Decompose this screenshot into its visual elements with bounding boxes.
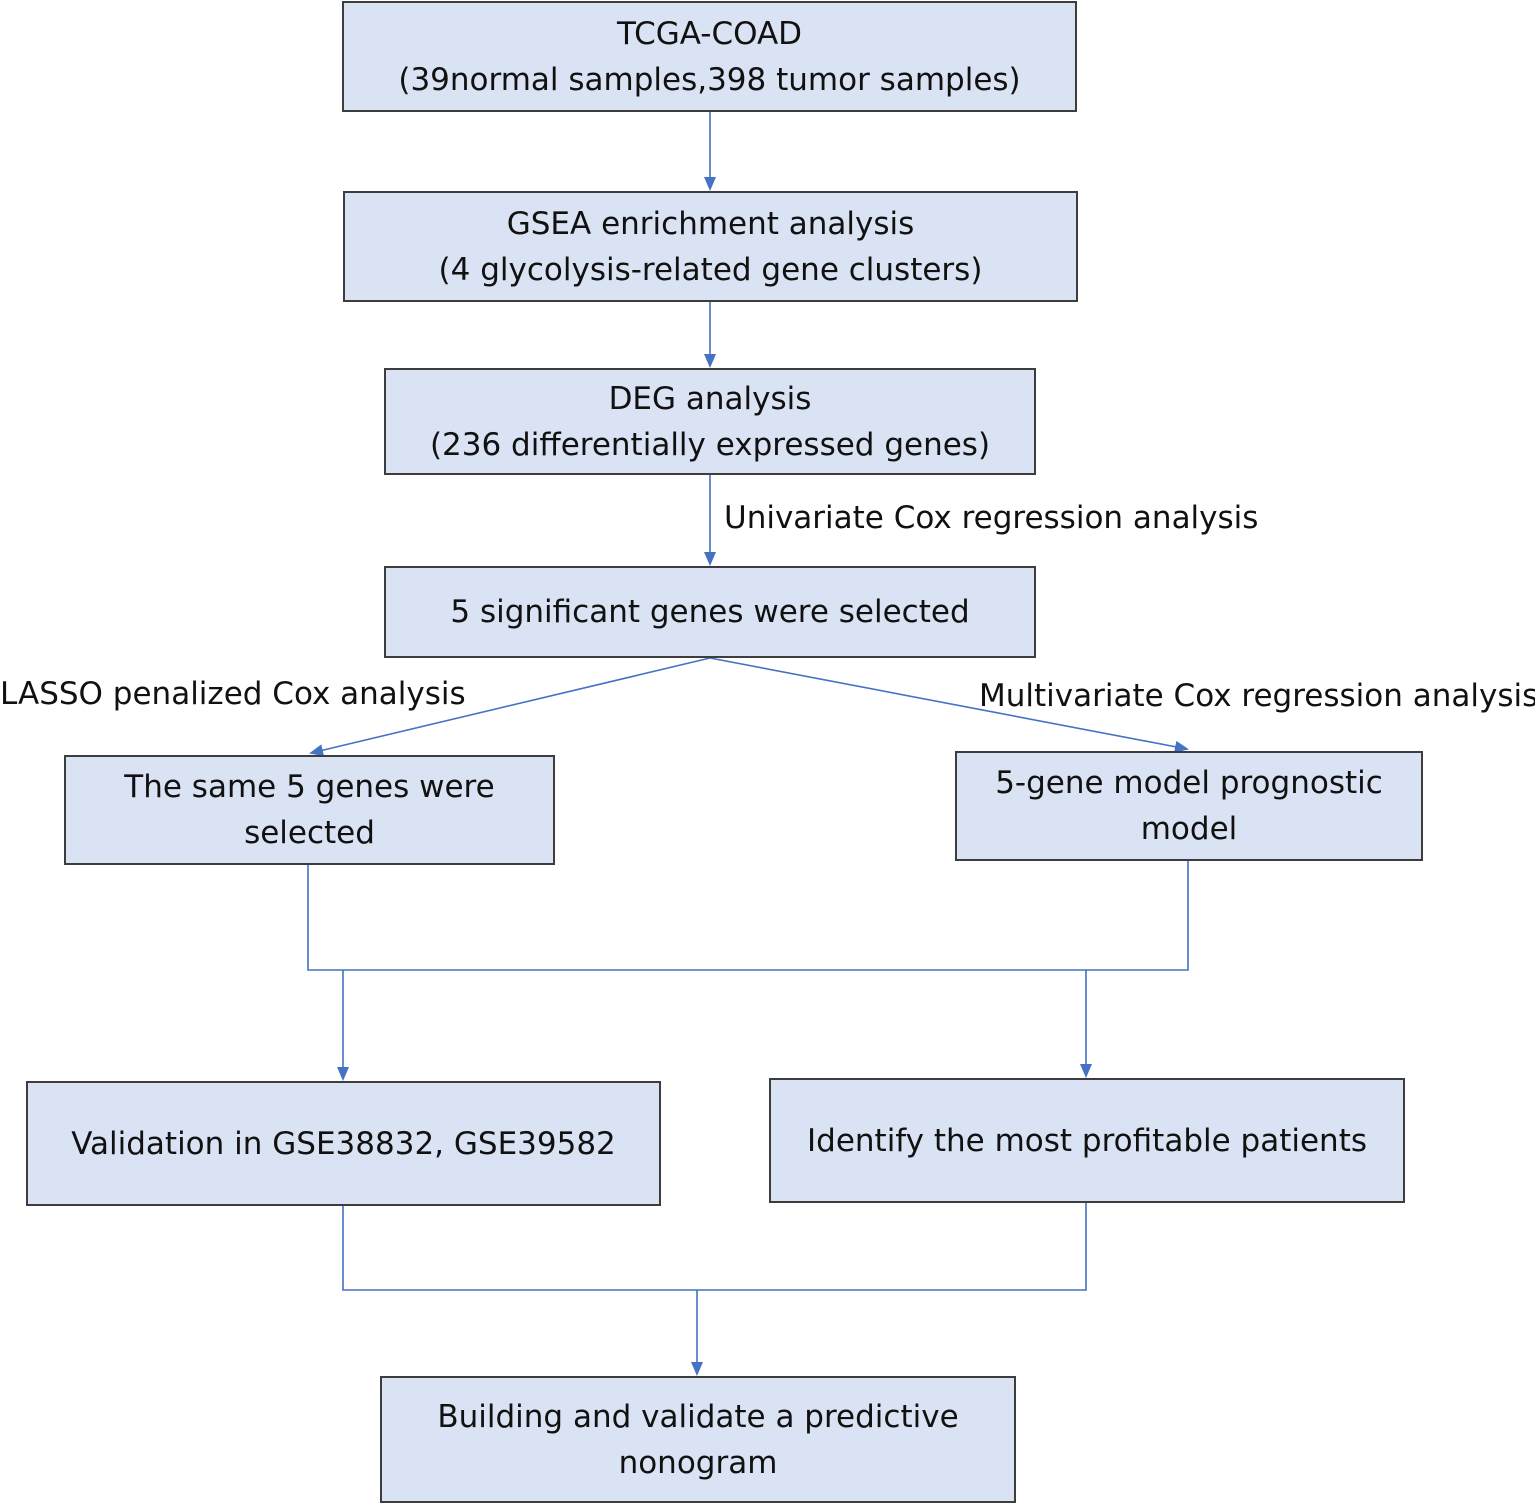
tcga-samples: (39normal samples,398 tumor samples) xyxy=(398,61,1021,98)
tcga-title: TCGA-COAD xyxy=(616,15,803,52)
significant-genes-text: 5 significant genes were selected xyxy=(450,594,970,630)
edge-label-univariate: Univariate Cox regression analysis xyxy=(724,500,1259,536)
deg-title: DEG analysis xyxy=(608,380,812,417)
same-genes-line2: selected xyxy=(244,815,375,851)
edge-label-lasso: LASSO penalized Cox analysis xyxy=(0,676,466,712)
validation-box: Validation in GSE38832, GSE39582 xyxy=(26,1081,661,1206)
connector-validation-identify-merge xyxy=(342,1203,1087,1291)
prognostic-model-box: 5-gene model prognostic model xyxy=(955,751,1423,861)
tcga-coad-box: TCGA-COAD (39normal samples,398 tumor sa… xyxy=(342,1,1077,112)
connector-same-genes-down xyxy=(307,860,1189,971)
arrow-significant-to-same-genes xyxy=(309,657,711,757)
nomogram-line1: Building and validate a predictive xyxy=(437,1398,959,1435)
model-line1: 5-gene model prognostic xyxy=(995,765,1383,801)
identify-text: Identify the most profitable patients xyxy=(807,1122,1367,1159)
gsea-title: GSEA enrichment analysis xyxy=(506,205,915,242)
model-line2: model xyxy=(1140,811,1238,847)
validation-text: Validation in GSE38832, GSE39582 xyxy=(71,1125,616,1162)
arrow-significant-to-model xyxy=(709,657,1189,753)
edge-label-multivariate: Multivariate Cox regression analysis xyxy=(979,678,1535,714)
same-genes-line1: The same 5 genes were xyxy=(124,769,495,805)
deg-box: DEG analysis (236 differentially express… xyxy=(384,368,1036,475)
deg-count: (236 differentially expressed genes) xyxy=(429,426,991,463)
identify-patients-box: Identify the most profitable patients xyxy=(769,1078,1405,1203)
nomogram-line2: nonogram xyxy=(618,1444,778,1481)
same-genes-box: The same 5 genes were selected xyxy=(64,755,555,865)
gsea-clusters: (4 glycolysis-related gene clusters) xyxy=(438,251,983,288)
gsea-box: GSEA enrichment analysis (4 glycolysis-r… xyxy=(343,191,1078,302)
nomogram-box: Building and validate a predictive nonog… xyxy=(380,1376,1016,1503)
significant-genes-box: 5 significant genes were selected xyxy=(384,566,1036,658)
